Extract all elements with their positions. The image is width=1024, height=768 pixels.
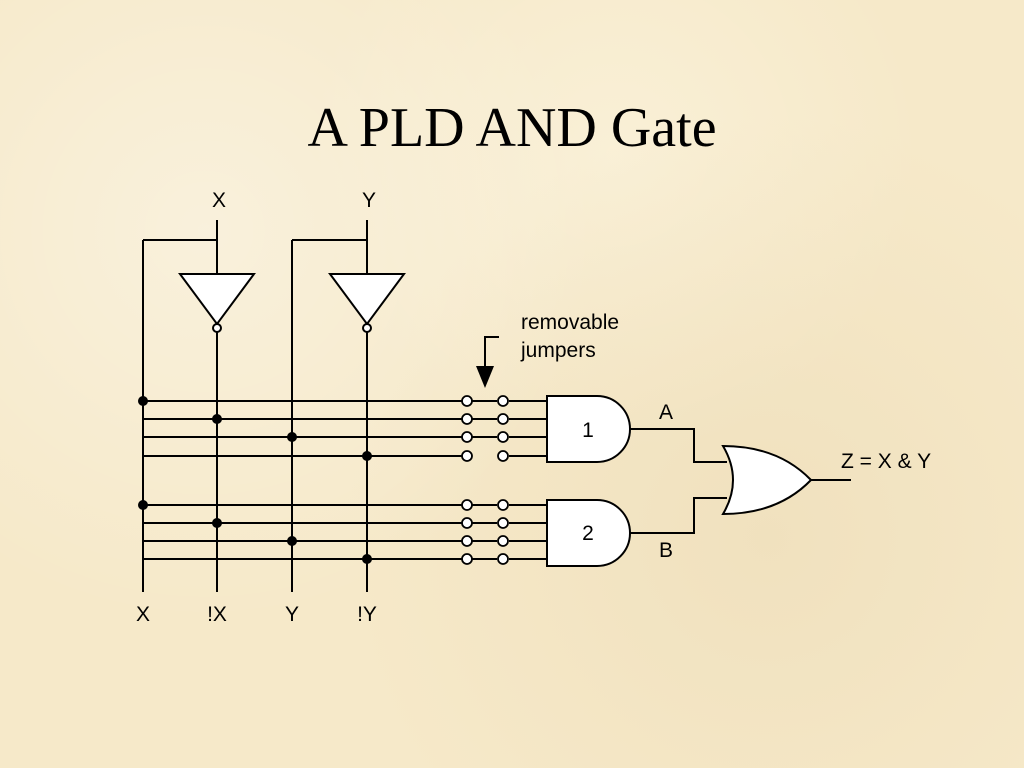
connection-dot [287,536,297,546]
jumper-terminal [461,553,473,565]
jumper-terminal [497,517,509,529]
connection-dot [212,414,222,424]
connection-dot [287,432,297,442]
connection-dot [362,451,372,461]
connection-dot [138,500,148,510]
input-y-label: Y [362,189,376,212]
bus-x-label: X [136,603,150,626]
jumper-terminal [497,499,509,511]
inverter-x [178,273,256,326]
jumper-terminal [497,395,509,407]
jumper-pointer-line [484,336,499,368]
inverter-y [328,273,406,326]
jumper-terminal [497,535,509,547]
inverter-y-bubble [362,323,372,333]
jumper-terminal [461,431,473,443]
signal-b-label: B [659,539,673,562]
wire-a [630,428,727,463]
bus-y-label: Y [285,603,299,626]
and-gate-2 [546,499,631,567]
jumper-terminal [497,450,509,462]
connection-dot [212,518,222,528]
and-gate-2-label: 2 [582,522,594,545]
or-gate [721,444,813,516]
jumper-terminal [497,553,509,565]
inverter-x-bubble [212,323,222,333]
bus-not-x-label: !X [207,603,227,626]
jumper-terminal [461,450,473,462]
slide-title: A PLD AND Gate [307,97,717,159]
jumper-label-line1: removable [521,311,619,334]
jumper-label-line2: jumpers [520,339,596,362]
jumper-terminal [461,413,473,425]
jumper-pointer-arrowhead [476,366,494,388]
signal-a-label: A [659,401,673,424]
output-z-label: Z = X & Y [841,450,931,473]
jumper-terminal [461,395,473,407]
jumper-terminal [461,535,473,547]
and-gate-1-label: 1 [582,419,594,442]
connection-dot [362,554,372,564]
jumper-terminal [461,499,473,511]
connection-dot [138,396,148,406]
and-gate-1 [546,395,631,463]
input-x-label: X [212,189,226,212]
bus-not-y-label: !Y [357,603,377,626]
jumper-terminal [497,413,509,425]
jumper-terminal [461,517,473,529]
jumper-terminal [497,431,509,443]
wire-b [630,497,727,534]
